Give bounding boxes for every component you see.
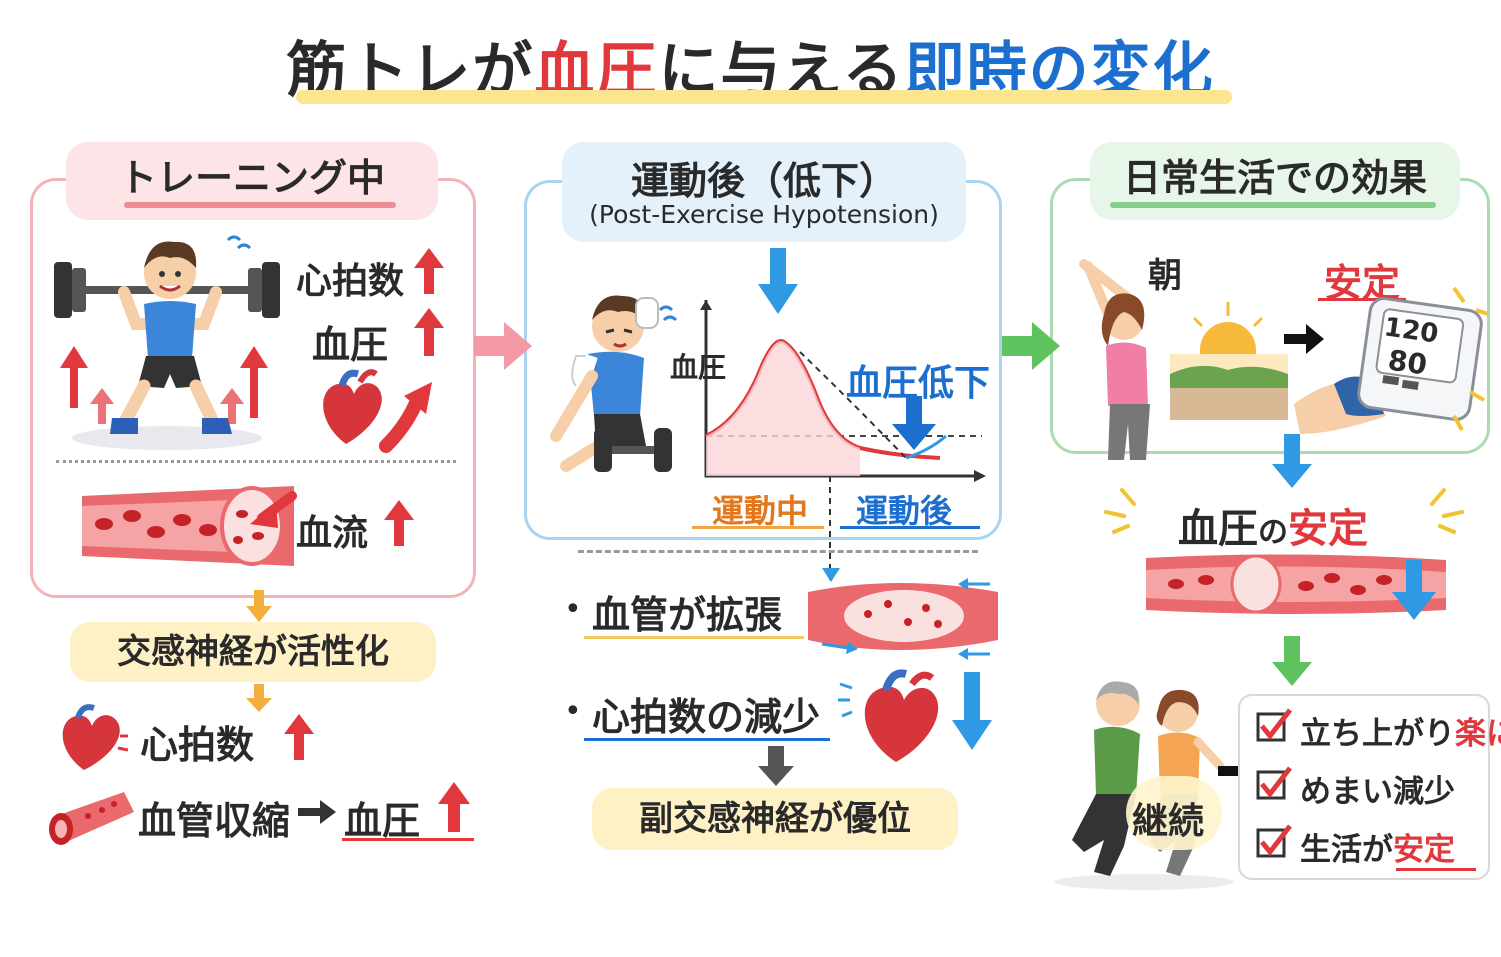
label-sympathetic: 交感神経が活性化 xyxy=(70,622,436,682)
label-during: 運動中 xyxy=(712,492,809,530)
bp-result-underline xyxy=(342,838,474,841)
woman-stretching-icon xyxy=(1079,259,1150,460)
header-during-training: トレーニング中 xyxy=(66,142,438,220)
down-arrow-icon xyxy=(892,396,936,450)
label-parasympathetic: 副交感神経が優位 xyxy=(592,788,958,850)
up-arrow-icon xyxy=(284,714,314,760)
sunrise-icon xyxy=(1170,290,1288,420)
down-arrow-icon xyxy=(246,590,272,622)
down-arrow-icon xyxy=(822,568,840,582)
bp-stable-part1: 血圧 xyxy=(1178,506,1258,552)
vasodilation-underline xyxy=(584,636,804,639)
down-arrow-icon xyxy=(246,684,272,712)
dumbbell-icon xyxy=(594,428,672,472)
blood-vessel-icon xyxy=(49,792,134,845)
label-continue: 継続 xyxy=(1132,801,1205,842)
blood-vessel-icon xyxy=(808,578,998,660)
divider-left xyxy=(56,460,456,463)
label-morning: 朝 xyxy=(1148,256,1182,296)
header-daily-life: 日常生活での効果 xyxy=(1090,142,1460,220)
up-arrow-icon xyxy=(438,782,470,832)
title-underline xyxy=(296,90,1232,104)
header-right-underline xyxy=(1110,202,1436,208)
down-arrow-icon xyxy=(758,746,794,786)
monitor-diastolic: 80 xyxy=(1385,343,1430,382)
bp-stable-part3: 安定 xyxy=(1288,506,1368,552)
check-item-2: めまい減少 xyxy=(1300,774,1455,810)
label-heart-rate: 心拍数 xyxy=(296,261,405,302)
heart-icon xyxy=(323,369,432,453)
right-arrow-icon xyxy=(298,800,336,824)
heart-icon xyxy=(62,704,129,770)
sparkle-icon xyxy=(1104,488,1464,534)
header-left-underline xyxy=(124,202,396,208)
checkbox-icon[interactable] xyxy=(1256,824,1292,860)
checkbox-icon[interactable] xyxy=(1256,708,1292,744)
bp-graph xyxy=(700,300,986,580)
up-arrow-icon xyxy=(414,248,444,294)
down-arrow-icon xyxy=(1272,636,1312,686)
bullet-icon: • xyxy=(564,592,582,627)
down-arrow-icon xyxy=(952,672,992,750)
down-arrow-icon xyxy=(758,248,798,314)
label-blood-flow: 血流 xyxy=(296,513,369,554)
header-after-bg xyxy=(562,142,966,242)
label-blood-pressure: 血圧 xyxy=(312,323,389,367)
label-vasoconstriction: 血管収縮 xyxy=(138,799,291,843)
bp-stable-part2: の xyxy=(1258,515,1288,550)
hr-decrease-underline xyxy=(584,738,830,741)
during-underline xyxy=(692,526,824,529)
right-arrow-icon xyxy=(1284,324,1324,354)
check-item-3-underline xyxy=(1396,868,1476,871)
continue-badge xyxy=(1126,776,1222,850)
after-underline xyxy=(840,526,980,529)
down-arrow-icon xyxy=(1272,434,1312,488)
label-after: 運動後 xyxy=(856,492,953,530)
check-item-3: 生活が安定 xyxy=(1300,824,1455,869)
checkbox-icon[interactable] xyxy=(1256,766,1292,802)
label-bp-result: 血圧 xyxy=(344,799,421,843)
check-item-1-emph: 楽に xyxy=(1455,716,1501,752)
check-item-3-emph: 安定 xyxy=(1393,832,1455,868)
down-arrow-icon xyxy=(1392,560,1436,620)
label-heart-rate-2: 心拍数 xyxy=(140,723,255,767)
right-arrow-icon xyxy=(1002,322,1060,370)
bp-monitor-icon xyxy=(1294,286,1489,434)
graph-ylabel: 血圧 xyxy=(670,351,727,384)
blood-vessel-icon xyxy=(82,486,297,566)
label-hr-decrease: 心拍数の減少 xyxy=(592,695,821,739)
tired-man-icon xyxy=(550,295,678,472)
header-after-exercise: 運動後（低下） xyxy=(630,159,897,203)
up-arrow-icon xyxy=(414,308,444,356)
up-arrow-icon xyxy=(384,500,414,546)
check-item-3-text: 生活が xyxy=(1300,832,1393,868)
blood-vessel-icon xyxy=(1146,554,1446,614)
label-vasodilation: 血管が拡張 xyxy=(592,593,783,637)
check-item-1-text: 立ち上がり xyxy=(1300,716,1455,752)
label-bp-stable: 血圧の安定 xyxy=(1178,496,1368,554)
header-after-subtitle: (Post-Exercise Hypotension) xyxy=(589,200,939,229)
check-item-1: 立ち上がり楽に xyxy=(1300,708,1501,753)
stable-underline xyxy=(1318,298,1406,301)
divider-mid xyxy=(578,550,978,553)
right-arrow-icon xyxy=(474,322,532,370)
heart-icon xyxy=(838,669,939,762)
weightlifter-icon xyxy=(54,235,280,450)
bullet-icon: • xyxy=(564,694,582,729)
